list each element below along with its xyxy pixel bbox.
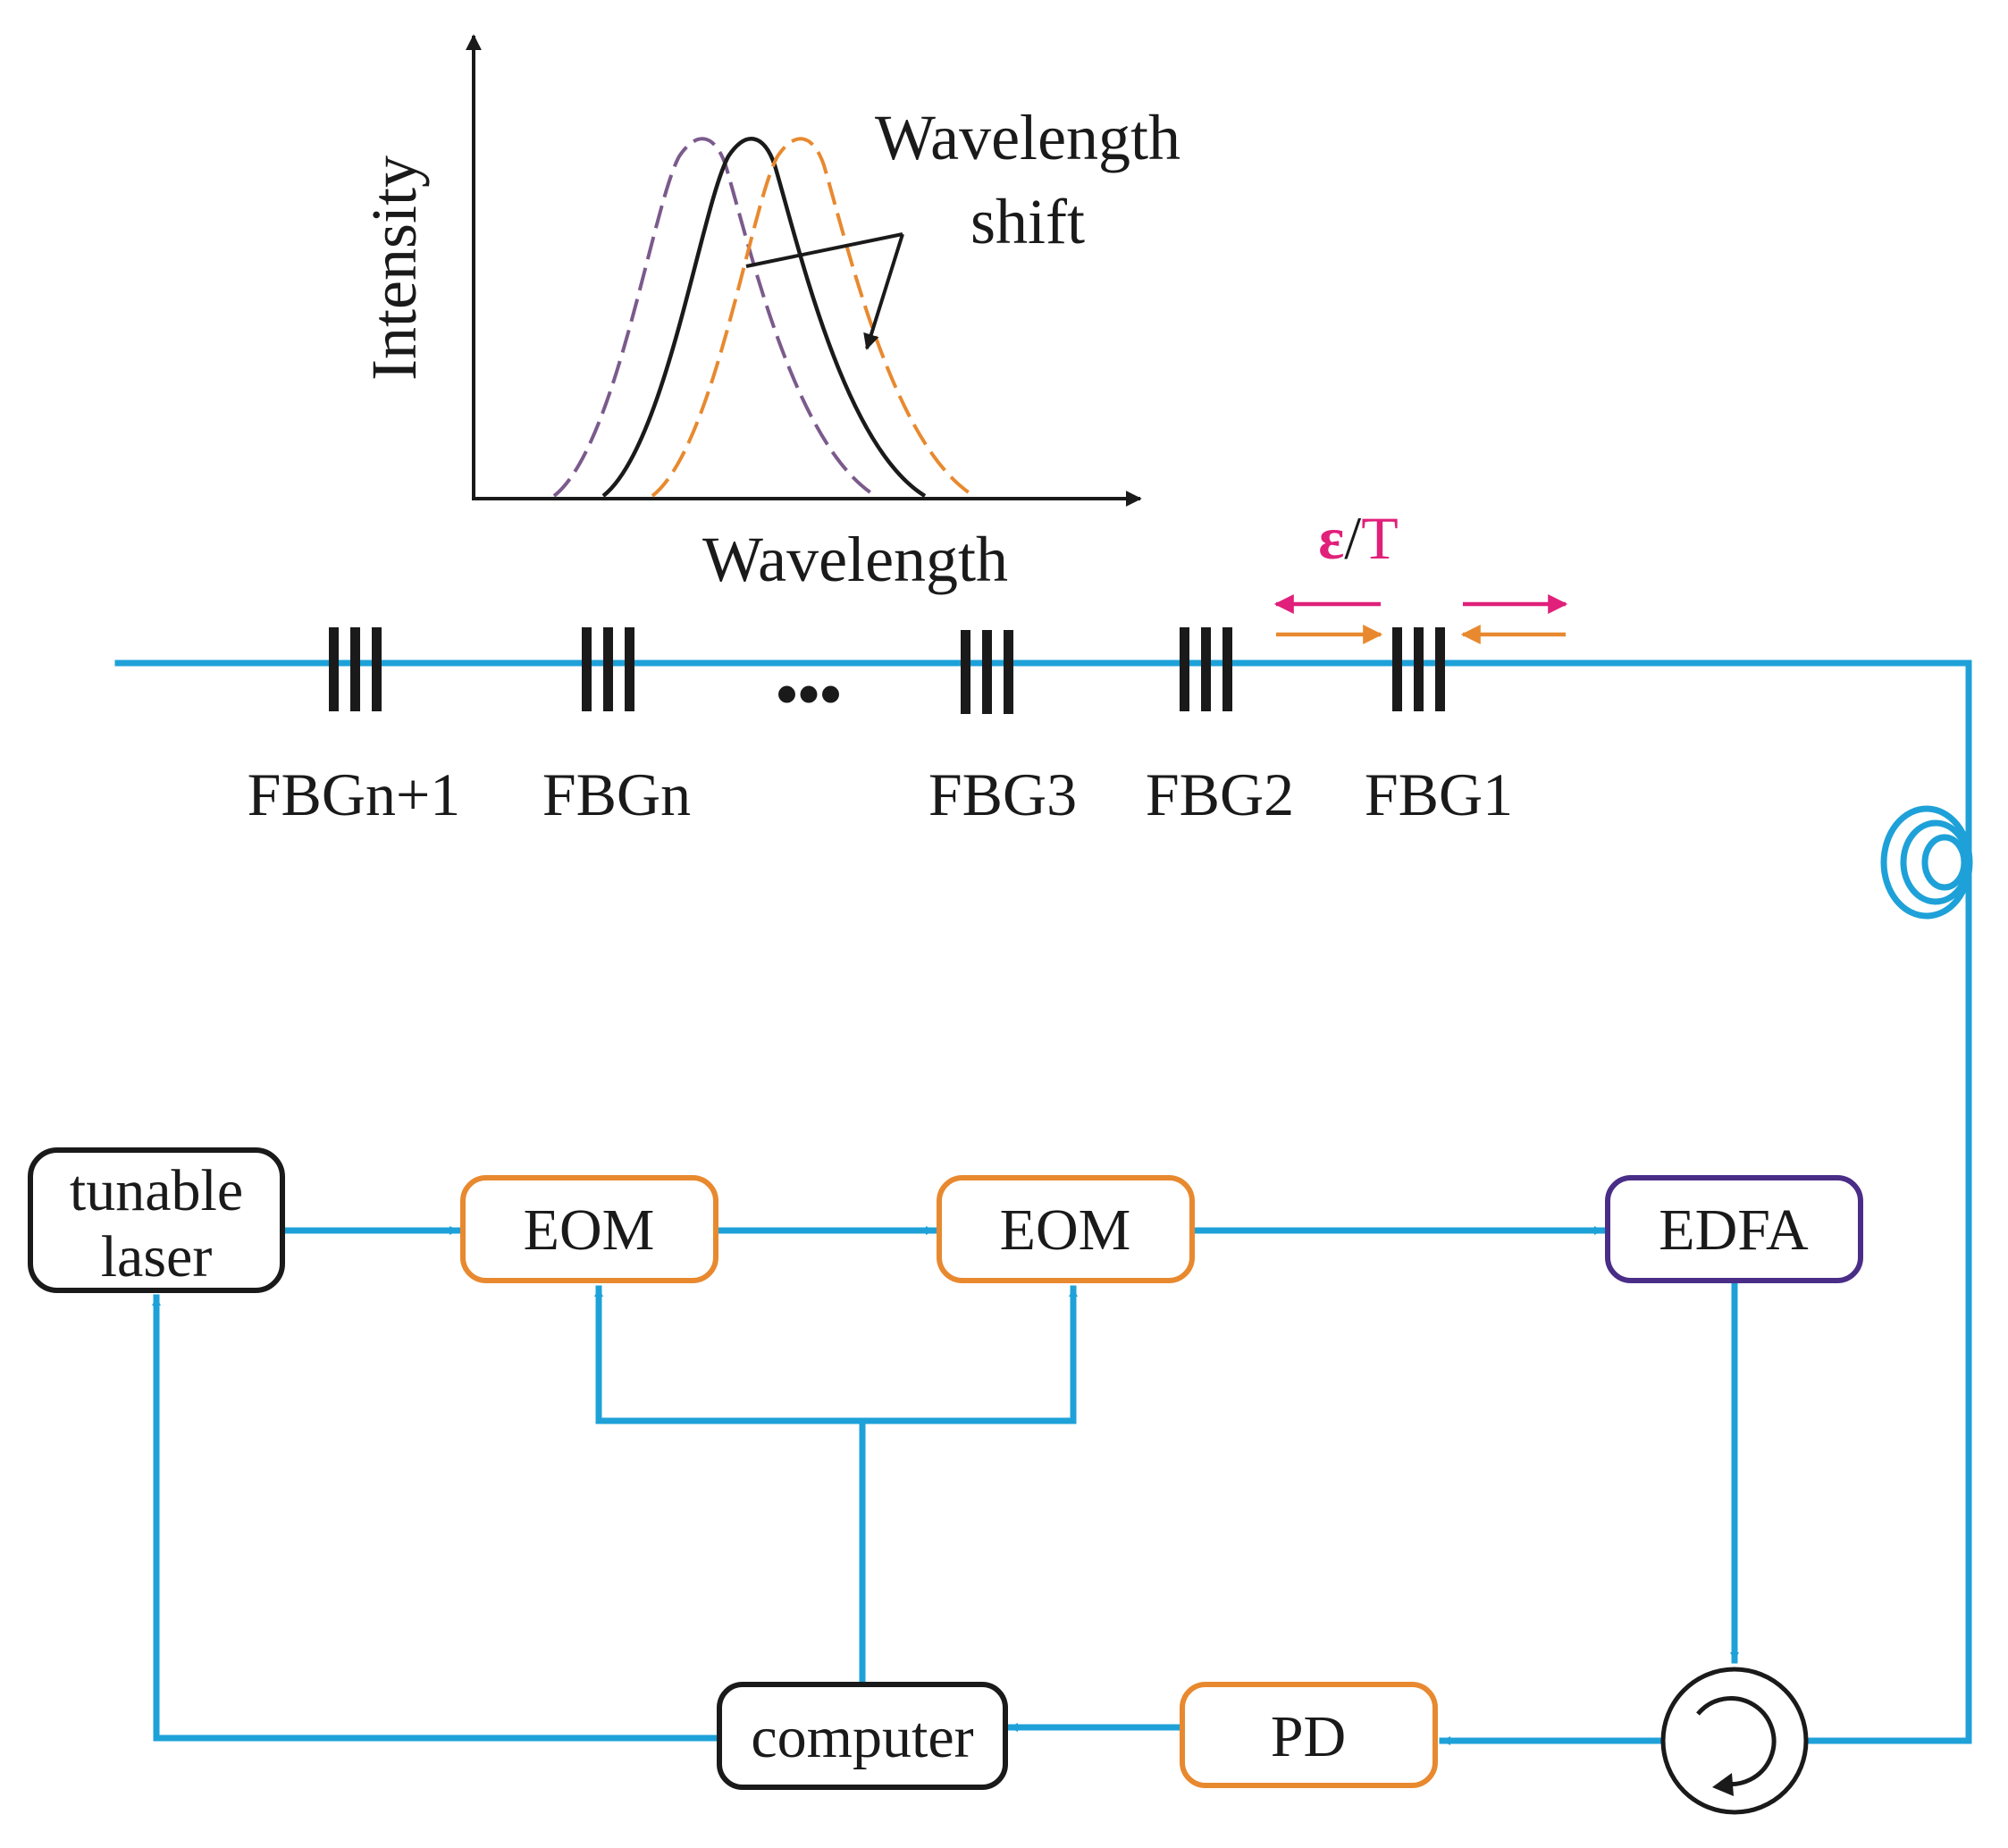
fbg-grating-2 bbox=[1180, 627, 1232, 711]
inset-spectrum-plot: Intensity Wavelength Wavelength shift bbox=[358, 34, 1180, 595]
original-spectrum-curve bbox=[601, 137, 927, 498]
shift-pointer-line-2 bbox=[863, 233, 904, 350]
optical-circulator bbox=[1660, 1667, 1809, 1815]
eom-2-label: EOM bbox=[1000, 1197, 1131, 1263]
fiber-coil-icon bbox=[1880, 805, 1973, 920]
eom-box-1: EOM bbox=[460, 1175, 718, 1283]
strain-temp-separator: / bbox=[1344, 504, 1361, 572]
fbg-grating-3 bbox=[961, 630, 1013, 714]
tunable-laser-label-line2: laser bbox=[101, 1224, 213, 1289]
sensing-fiber-array: ••• FBGn+1 FBGn FBG3 FBG2 FBG1 ε/T bbox=[114, 504, 1972, 828]
tunable-laser-label-line1: tunable bbox=[70, 1158, 243, 1223]
fiber-ellipsis: ••• bbox=[776, 660, 842, 729]
pd-box: PD bbox=[1180, 1682, 1438, 1788]
wavelength-shift-annotation-line1: Wavelength bbox=[875, 102, 1180, 173]
fbg-label-n: FBGn bbox=[542, 760, 691, 828]
wavelength-shift-annotation-line2: shift bbox=[970, 186, 1085, 257]
x-axis-label: Wavelength bbox=[702, 524, 1008, 595]
left-shifted-spectrum-curve bbox=[552, 137, 878, 498]
fiber-routing bbox=[152, 659, 1973, 1745]
fbg-grating-1 bbox=[1392, 627, 1445, 711]
tunable-laser-box: tunable laser bbox=[28, 1147, 285, 1293]
shift-pointer-line-1 bbox=[745, 232, 903, 268]
fbg-label-2: FBG2 bbox=[1146, 760, 1294, 828]
circulator-arrow-icon bbox=[1696, 1696, 1777, 1787]
fbg-label-3: FBG3 bbox=[928, 760, 1077, 828]
temperature-symbol: T bbox=[1361, 504, 1399, 572]
fbg-label-1: FBG1 bbox=[1365, 760, 1513, 828]
eom-box-2: EOM bbox=[937, 1175, 1195, 1283]
fbg-grating-n-plus-1 bbox=[329, 627, 382, 711]
edfa-label: EDFA bbox=[1659, 1197, 1809, 1263]
right-shifted-spectrum-curve bbox=[651, 137, 976, 498]
computer-box: computer bbox=[717, 1682, 1008, 1790]
computer-to-laser-feedback bbox=[152, 1294, 723, 1742]
computer-label: computer bbox=[751, 1705, 973, 1770]
strain-temperature-label: ε/T bbox=[1318, 504, 1399, 572]
eom-1-label: EOM bbox=[524, 1197, 655, 1263]
y-axis-label: Intensity bbox=[358, 155, 430, 381]
fbg-grating-n bbox=[582, 627, 634, 711]
fbg-label-n-plus-1: FBGn+1 bbox=[248, 760, 461, 828]
edfa-box: EDFA bbox=[1605, 1175, 1863, 1283]
strain-symbol: ε bbox=[1318, 504, 1344, 572]
pd-label: PD bbox=[1271, 1704, 1346, 1769]
